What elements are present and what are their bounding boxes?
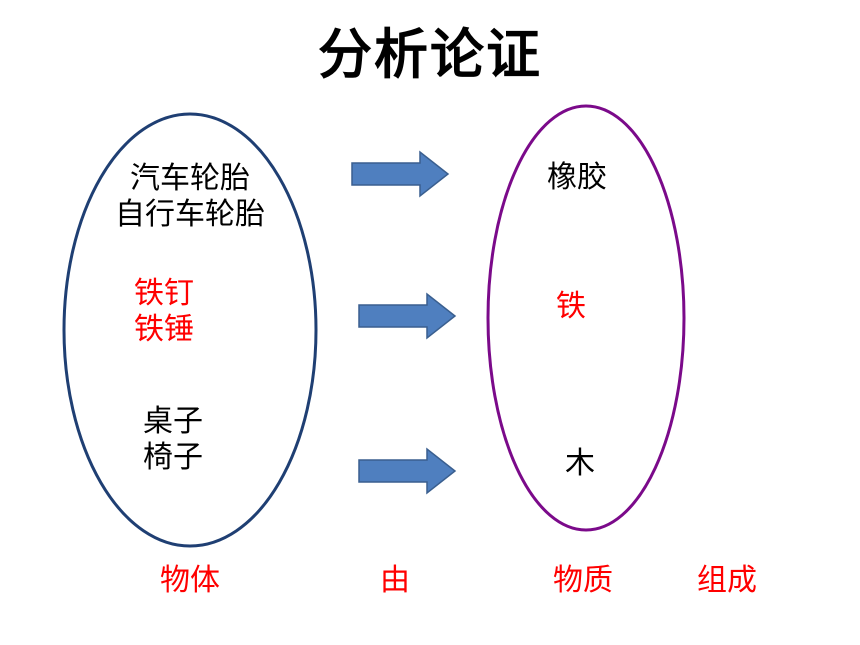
object-label: 桌子 (143, 404, 203, 439)
object-label: 铁钉 (134, 276, 194, 311)
object-item-iron: 铁钉 铁锤 (134, 276, 194, 348)
material-rubber: 橡胶 (547, 160, 607, 195)
object-item-furniture: 桌子 椅子 (143, 404, 203, 476)
materials-ellipse (486, 104, 686, 532)
object-label: 汽车轮胎 (130, 161, 250, 196)
object-label: 自行车轮胎 (115, 197, 265, 232)
object-label: 铁锤 (134, 312, 194, 347)
page-title: 分析论证 (318, 23, 542, 86)
objects-ellipse (62, 112, 318, 548)
material-wood: 木 (565, 446, 595, 481)
arrow-icon (358, 292, 457, 340)
arrow-icon (358, 447, 457, 495)
label-made-of: 由 (380, 563, 410, 598)
arrow-icon (351, 150, 450, 198)
object-label: 椅子 (143, 440, 203, 475)
object-item-tires: 汽车轮胎 自行车轮胎 (100, 161, 280, 233)
label-objects: 物体 (160, 563, 220, 598)
label-compose: 组成 (697, 563, 757, 598)
material-iron: 铁 (556, 289, 586, 324)
label-materials: 物质 (553, 563, 613, 598)
